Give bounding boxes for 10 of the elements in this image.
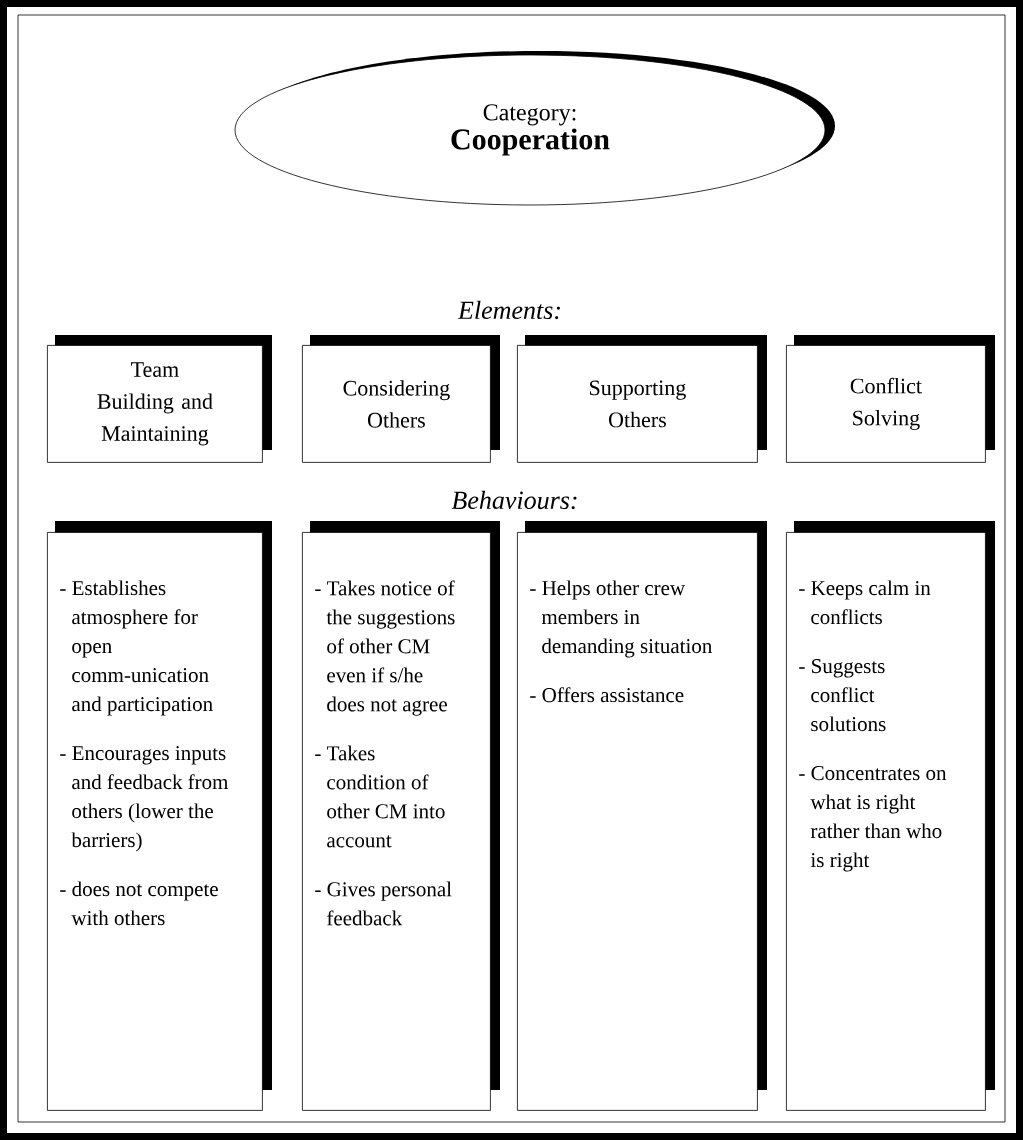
section-heading: Elements: [457, 300, 560, 320]
element-box: Team Building and Maintaining [47, 335, 272, 463]
behaviour-box: - Takes notice of the suggestions of other CM even if s/he does not agree - Takes condition of other CM into account - Gives personal feedback [302, 521, 500, 1111]
element-box: Supporting Others [517, 335, 767, 463]
section-heading: Behaviours: [451, 490, 577, 510]
behaviour-box: - Keeps calm in conflicts - Suggests conflict solutions - Concentrates on what is right rather than who is right [786, 521, 995, 1111]
behaviour-box: - Establishes atmosphere for open comm-unication and participation - Encourages inputs and feedback from others (lower the barriers) - does not compete with others [47, 521, 272, 1111]
element-box: Considering Others [302, 335, 500, 463]
behaviour-box: - Helps other crew members in demanding situation - Offers assistance [517, 521, 767, 1111]
element-box: Conflict Solving [786, 335, 995, 463]
